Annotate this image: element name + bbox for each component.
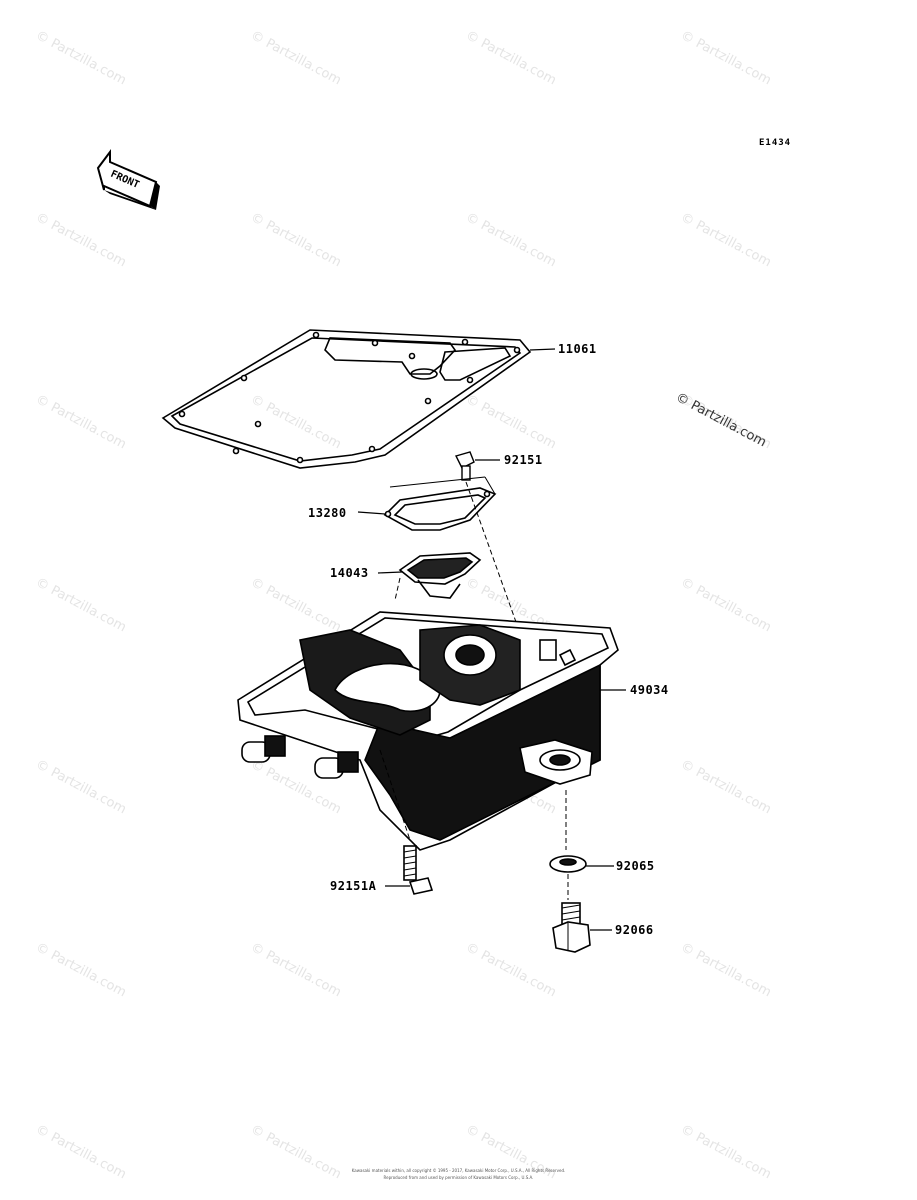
strainer-14043 — [377, 552, 482, 601]
bolt-92151 — [454, 451, 517, 623]
callout-13280[interactable]: 13280 — [308, 506, 347, 520]
copyright-line-1: Kawasaki materials within, all copyright… — [351, 1168, 566, 1173]
oil-pan-49034 — [237, 611, 626, 851]
diagram-code: E1434 — [759, 138, 792, 148]
callout-92151A[interactable]: 92151A — [330, 879, 377, 893]
drain-plug-92066 — [552, 902, 612, 953]
gasket-11061 — [161, 329, 556, 469]
bolt-92151A — [385, 845, 434, 895]
callout-14043[interactable]: 14043 — [330, 566, 369, 580]
callout-92065[interactable]: 92065 — [616, 859, 655, 873]
front-arrow-icon: FRONT — [96, 149, 160, 210]
callout-92151[interactable]: 92151 — [504, 453, 543, 467]
callout-11061[interactable]: 11061 — [558, 342, 597, 356]
callout-92066[interactable]: 92066 — [615, 923, 654, 937]
washer-92065 — [549, 855, 614, 900]
callout-49034[interactable]: 49034 — [630, 683, 669, 697]
copyright-line-2: Reproduced from and used by permission o… — [383, 1175, 534, 1180]
plate-13280 — [357, 476, 497, 531]
